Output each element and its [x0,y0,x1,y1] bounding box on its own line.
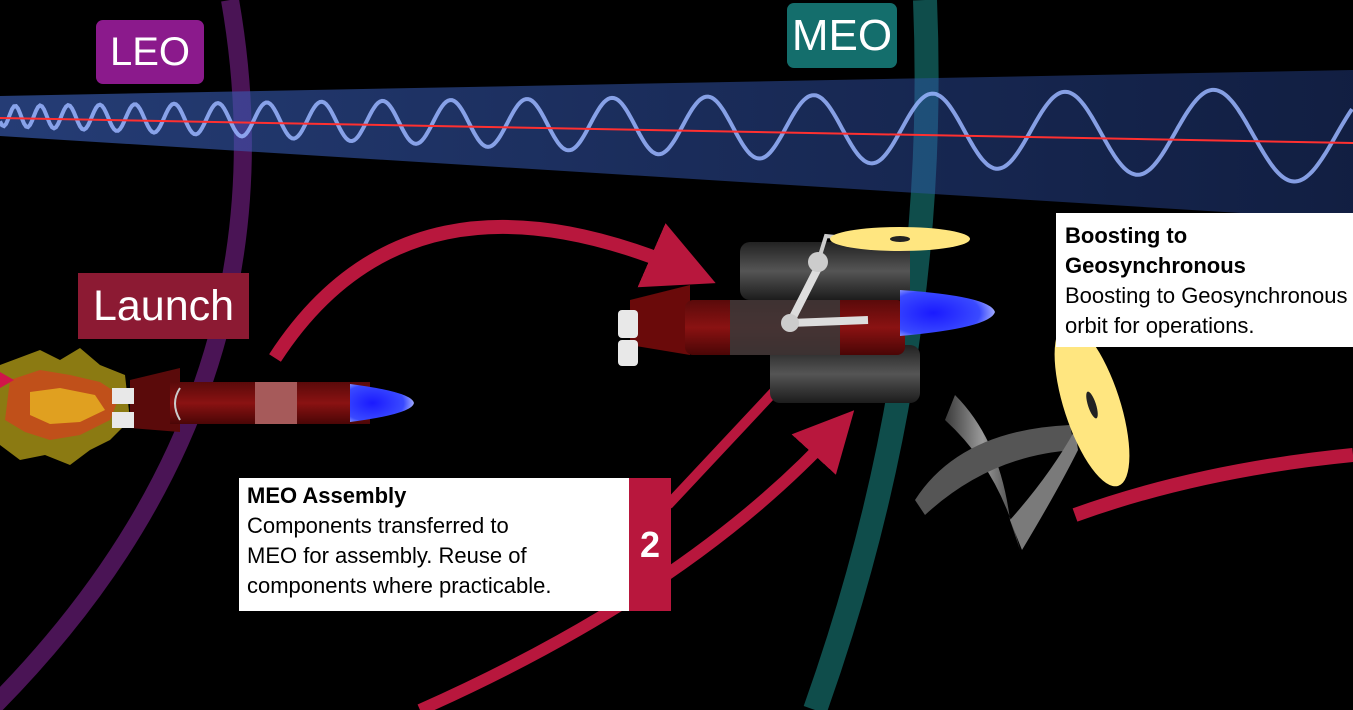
launch-rocket-icon [0,348,414,465]
geo-boost-line-1: Boosting to Geosynchronous [1065,283,1348,308]
meo-assembly-line-1: Components transferred to [247,513,509,538]
robotic-arm-icon [781,233,869,332]
meo-assembly-line-2: MEO for assembly. Reuse of [247,543,527,568]
geo-boost-callout: Boosting to Geosynchronous Boosting to G… [1056,213,1353,347]
meo-assembly-title: MEO Assembly [247,483,407,508]
meo-assembly-spacecraft-icon [618,227,995,403]
step-number-badge: 2 [629,478,671,611]
meo-assembly-callout: MEO Assembly Components transferred to M… [239,478,632,611]
helix-antenna-icon [915,395,1078,550]
leo-label: LEO [96,20,204,84]
meo-label: MEO [787,3,897,68]
geo-boost-title: Boosting to Geosynchronous [1065,223,1246,278]
launch-to-meo-arrow [269,220,716,362]
signal-wave [0,87,1353,184]
geo-boost-arrow [1072,448,1353,522]
exhaust-flames-icon [0,348,130,465]
signal-beam [0,70,1353,220]
launch-label: Launch [78,273,249,339]
geo-dish-icon [1054,323,1130,487]
meo-assembly-line-3: components where practicable. [247,573,552,598]
component-link-line [664,376,789,509]
geo-boost-line-2: orbit for operations. [1065,313,1255,338]
laser-line [0,117,1353,144]
